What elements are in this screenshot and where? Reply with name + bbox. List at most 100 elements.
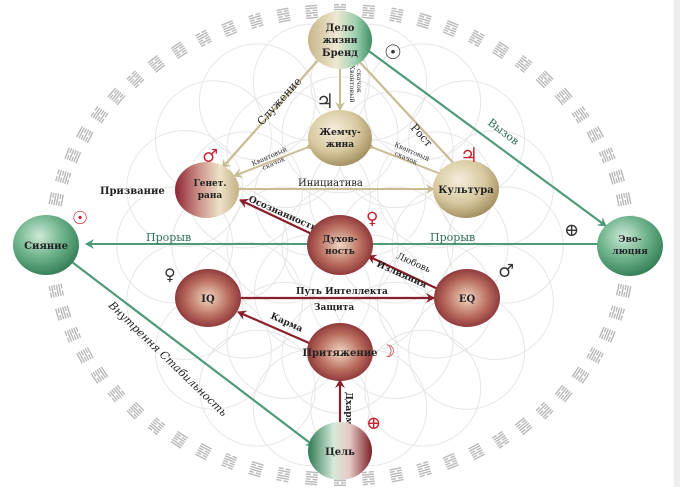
hexagram (221, 452, 238, 470)
hexagram (55, 169, 72, 185)
hexagram (48, 192, 65, 207)
node-eq[interactable]: EQ (434, 269, 500, 327)
venus-icon: ♀ (164, 265, 176, 284)
hexagram (76, 346, 94, 364)
jupiter-icon: ♃ (460, 143, 478, 167)
node-duhovnost-line2: ность (325, 247, 355, 257)
node-genet-line1: Генет. (194, 179, 227, 189)
node-delo-line3: Бренд (322, 48, 358, 59)
hexagram (442, 452, 459, 470)
label-proryv-right: Прорыв (430, 231, 475, 244)
hexagram (361, 4, 375, 20)
hexagram (467, 29, 485, 48)
hexagram (64, 326, 82, 343)
moon-icon: ☽ (380, 342, 395, 362)
edge-zhemchuzhina-kultura (364, 140, 447, 178)
hexagram (126, 70, 145, 89)
hexagram (615, 283, 632, 298)
label-kvant-top-2: скачок (355, 69, 363, 93)
mars-icon: ♂ (498, 261, 514, 282)
hexagram (248, 12, 264, 29)
hexagram (195, 29, 213, 48)
planet-symbols: ☉ ♃ ♂ ♃ ☉ ♀ ⊕ ♀ ♂ ☽ ⊕ (72, 40, 579, 434)
hexagram (416, 461, 432, 478)
hexagram (276, 467, 291, 483)
hexagram (514, 54, 533, 73)
label-kvant-top-1: Квантовый (348, 65, 356, 103)
label-osoznannost: Осознанность (247, 195, 319, 234)
hexagram (248, 461, 264, 478)
hexagram (492, 41, 510, 60)
hexagram (608, 305, 625, 321)
edge-eq-duhovnost (367, 254, 441, 291)
node-duhovnost[interactable]: Духов- ность (307, 215, 373, 275)
nodes: Дело жизни Бренд Жемчу- жина Генет. рана… (13, 11, 663, 480)
edge-prityazhenie-iq (237, 310, 317, 348)
hexagram (598, 147, 616, 164)
hexagram (554, 384, 573, 403)
hexagram (514, 417, 533, 436)
hexagram (467, 442, 485, 461)
node-kultura-line1: Культура (438, 185, 494, 196)
hexagram (195, 442, 213, 461)
node-iq-line1: IQ (201, 294, 215, 305)
hexagram (389, 7, 404, 23)
hexagram (535, 70, 554, 89)
jupiter-icon: ♃ (316, 89, 334, 113)
node-prityazhenie-line1: Притяжение (303, 348, 378, 359)
hexagram (554, 87, 573, 106)
node-kultura[interactable]: Культура (433, 160, 499, 218)
hexagram (571, 366, 590, 384)
hexagram (305, 470, 319, 486)
label-proryv-left: Прорыв (146, 231, 191, 244)
label-dharma: Дхарма (343, 392, 353, 431)
hexagram (492, 430, 510, 449)
flower-circle (198, 329, 316, 447)
node-tsel[interactable]: Цель (308, 422, 372, 480)
label-put-intellekta: Путь Интеллекта (296, 287, 388, 297)
hexagram (305, 4, 319, 20)
earth-icon: ⊕ (366, 413, 381, 434)
node-delo-line2: жизни (323, 36, 358, 46)
hexagram (170, 41, 188, 60)
hexagram (221, 20, 238, 38)
label-initsiativa: Инициатива (298, 178, 363, 189)
node-evolyutsiya-line2: люция (612, 247, 648, 257)
edge-delo-evolyutsiya (361, 45, 607, 227)
label-prizvanie: Призвание (100, 186, 165, 197)
hexagram (126, 401, 145, 420)
hexagram (442, 20, 459, 38)
node-delo-line1: Дело (326, 23, 355, 34)
earth-icon: ⊕ (564, 220, 579, 241)
hexagram (389, 467, 404, 483)
node-zhemchuzhina-line1: Жемчу- (319, 128, 361, 138)
hexagram (571, 106, 590, 124)
hexagram (361, 470, 375, 486)
right-edge-strip (674, 0, 680, 487)
node-duhovnost-line1: Духов- (322, 235, 357, 245)
edge-siyanie-tsel (71, 261, 315, 447)
hexagram (586, 126, 604, 144)
node-genet-line2: рана (198, 191, 223, 201)
edge-duhovnost-genet (239, 198, 317, 237)
node-delo[interactable]: Дело жизни Бренд (308, 11, 372, 69)
node-genet[interactable]: Генет. рана (175, 162, 239, 218)
hexagram (608, 169, 625, 185)
node-siyanie[interactable]: Сияние (13, 215, 79, 275)
node-tsel-line1: Цель (325, 447, 355, 458)
hexagram (147, 54, 166, 73)
hexagram (535, 401, 554, 420)
mars-icon: ♂ (202, 146, 218, 167)
node-iq[interactable]: IQ (175, 269, 241, 327)
hexagram (147, 417, 166, 436)
node-prityazhenie[interactable]: Притяжение (303, 323, 378, 381)
hexagram (48, 283, 65, 298)
sun-icon: ☉ (384, 40, 402, 64)
node-zhemchuzhina[interactable]: Жемчу- жина (308, 110, 372, 166)
hexagram-ring (44, 4, 636, 486)
hexagram (107, 87, 126, 106)
node-evolyutsiya[interactable]: Эво- люция (597, 216, 663, 276)
label-zashchita: Защита (314, 303, 354, 313)
hexagram (615, 192, 632, 207)
